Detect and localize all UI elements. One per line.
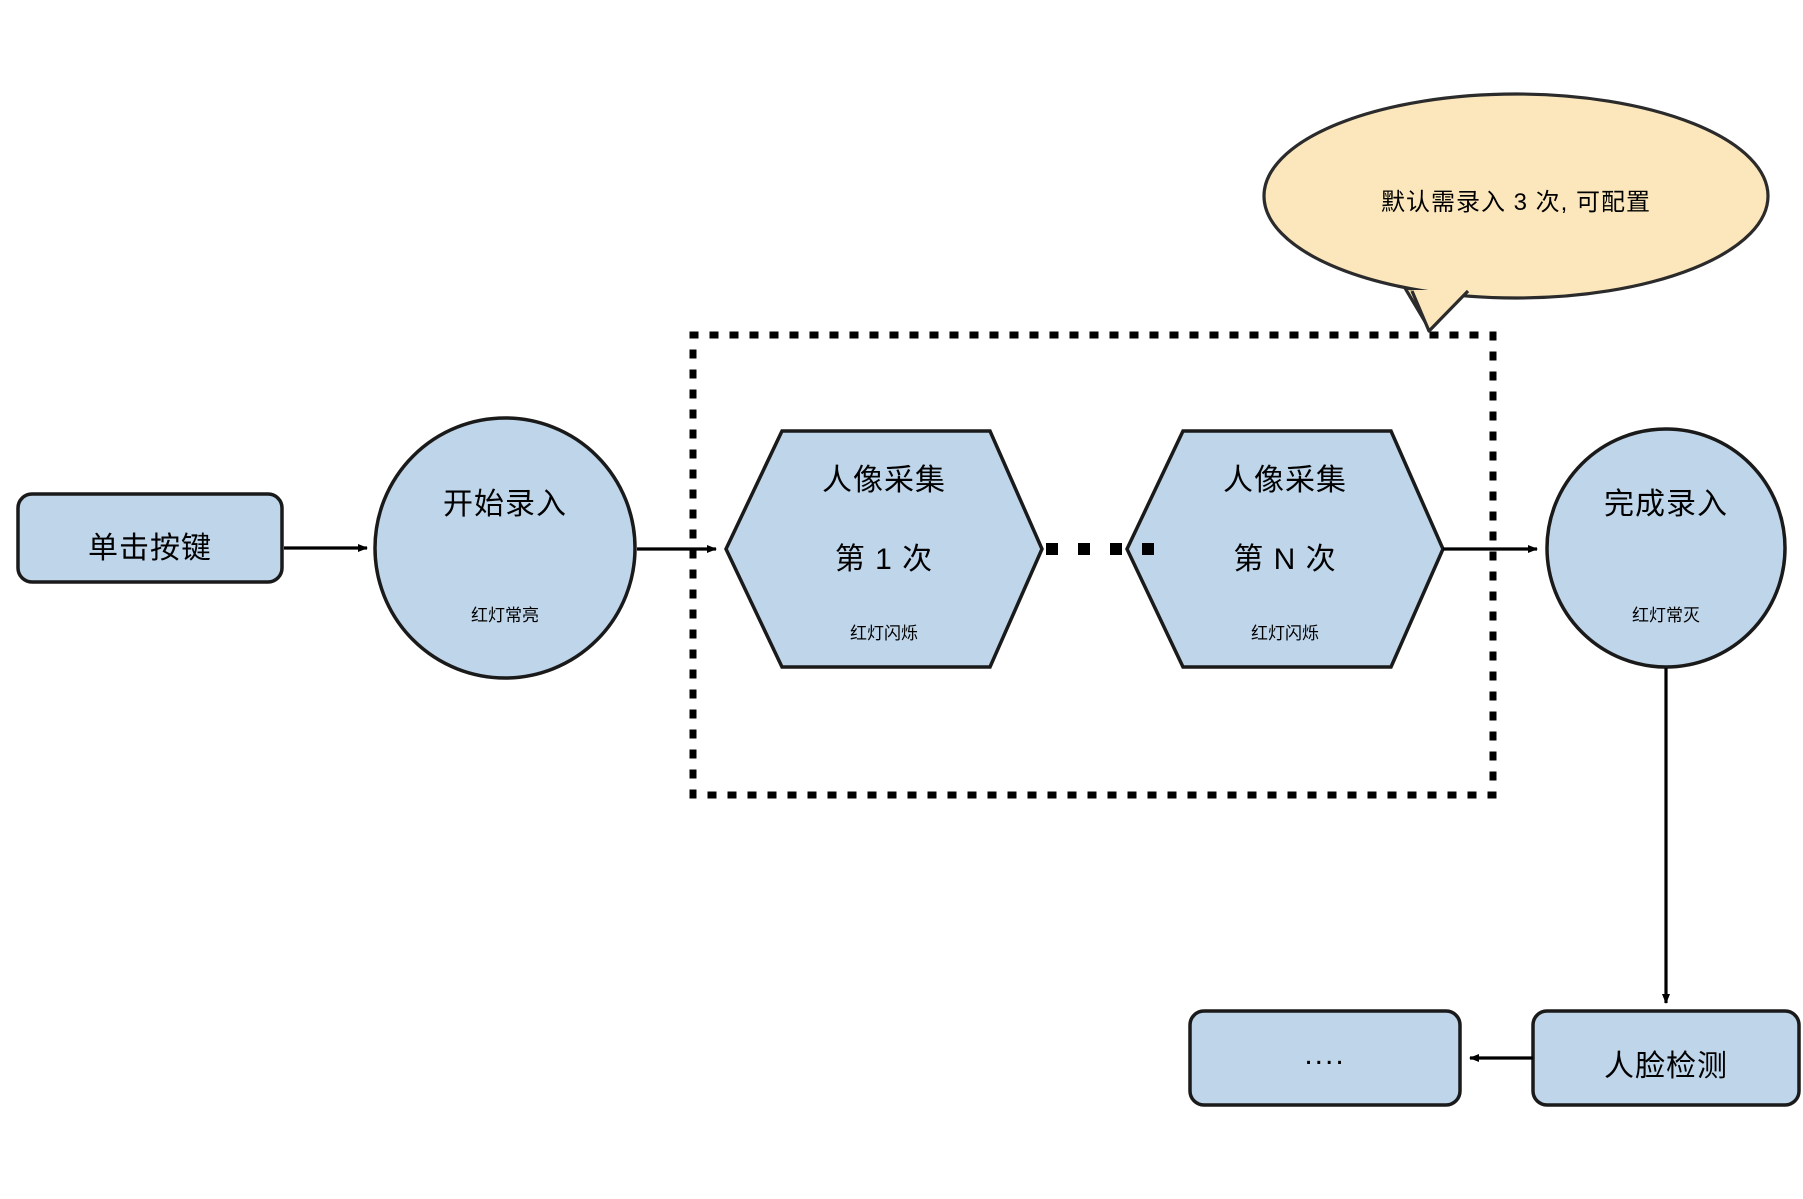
callout-bubble	[1262, 92, 1770, 333]
node-capture-first[interactable]	[724, 429, 1044, 669]
capture-ellipsis-dots-extra	[1142, 543, 1154, 555]
node-face-detect[interactable]	[1531, 1009, 1801, 1107]
node-more-steps[interactable]	[1188, 1009, 1462, 1107]
node-click-key[interactable]	[16, 492, 284, 584]
node-start-enroll[interactable]	[373, 416, 637, 680]
node-capture-nth[interactable]	[1125, 429, 1445, 669]
capture-ellipsis-dots	[1046, 543, 1122, 555]
loop-group-border	[689, 331, 1497, 799]
node-finish-enroll[interactable]	[1545, 427, 1787, 669]
